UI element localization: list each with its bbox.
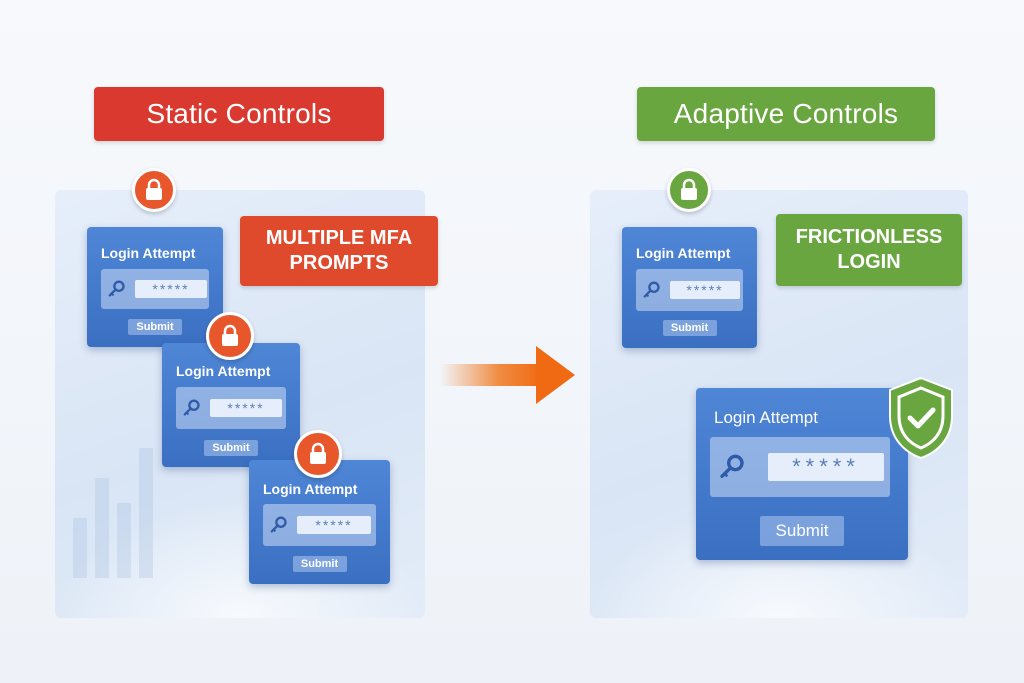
password-field[interactable]: ***** xyxy=(636,269,743,311)
login-attempt-card: Login Attempt ***** Submit xyxy=(249,460,390,584)
adaptive-controls-title: Adaptive Controls xyxy=(637,87,935,141)
password-field[interactable]: ***** xyxy=(263,504,376,546)
password-field[interactable]: ***** xyxy=(101,269,209,309)
frictionless-login-tag: FRICTIONLESS LOGIN xyxy=(776,214,962,286)
tag-line-1: FRICTIONLESS xyxy=(795,226,943,248)
key-icon xyxy=(270,516,287,533)
password-mask: ***** xyxy=(670,281,740,299)
tag-line-1: MULTIPLE MFA xyxy=(265,227,413,249)
submit-button[interactable]: Submit xyxy=(292,556,347,572)
password-mask: ***** xyxy=(210,399,282,417)
padlock-icon xyxy=(294,430,342,478)
padlock-icon xyxy=(132,168,176,212)
card-title: Login Attempt xyxy=(101,245,196,261)
submit-button[interactable]: Submit xyxy=(662,320,717,336)
padlock-icon xyxy=(206,312,254,360)
padlock-icon xyxy=(667,168,711,212)
key-icon xyxy=(108,280,125,297)
key-icon xyxy=(643,281,660,298)
password-mask: ***** xyxy=(135,280,207,298)
card-title: Login Attempt xyxy=(176,363,271,379)
multiple-mfa-prompts-tag: MULTIPLE MFA PROMPTS xyxy=(240,216,438,286)
key-icon xyxy=(183,399,200,416)
tag-line-2: LOGIN xyxy=(837,251,901,273)
card-title: Login Attempt xyxy=(636,245,731,261)
submit-button[interactable]: Submit xyxy=(128,319,182,335)
submit-button[interactable]: Submit xyxy=(760,516,844,546)
shield-check-icon xyxy=(889,376,953,460)
key-icon xyxy=(720,454,744,478)
login-attempt-card: Login Attempt ***** Submit xyxy=(622,227,757,348)
login-attempt-card: Login Attempt ***** Submit xyxy=(696,388,908,560)
password-field[interactable]: ***** xyxy=(710,437,890,497)
submit-button[interactable]: Submit xyxy=(204,440,258,456)
card-title: Login Attempt xyxy=(263,481,358,497)
password-mask: ***** xyxy=(297,516,371,534)
password-mask: ***** xyxy=(768,453,884,481)
login-attempt-card: Login Attempt ***** Submit xyxy=(162,343,300,467)
password-field[interactable]: ***** xyxy=(176,387,286,429)
static-controls-title: Static Controls xyxy=(94,87,384,141)
background-decoration xyxy=(73,428,193,578)
card-title: Login Attempt xyxy=(714,408,818,427)
right-arrow-icon xyxy=(440,346,575,404)
login-attempt-card: Login Attempt ***** Submit xyxy=(87,227,223,347)
tag-line-2: PROMPTS xyxy=(289,252,389,274)
